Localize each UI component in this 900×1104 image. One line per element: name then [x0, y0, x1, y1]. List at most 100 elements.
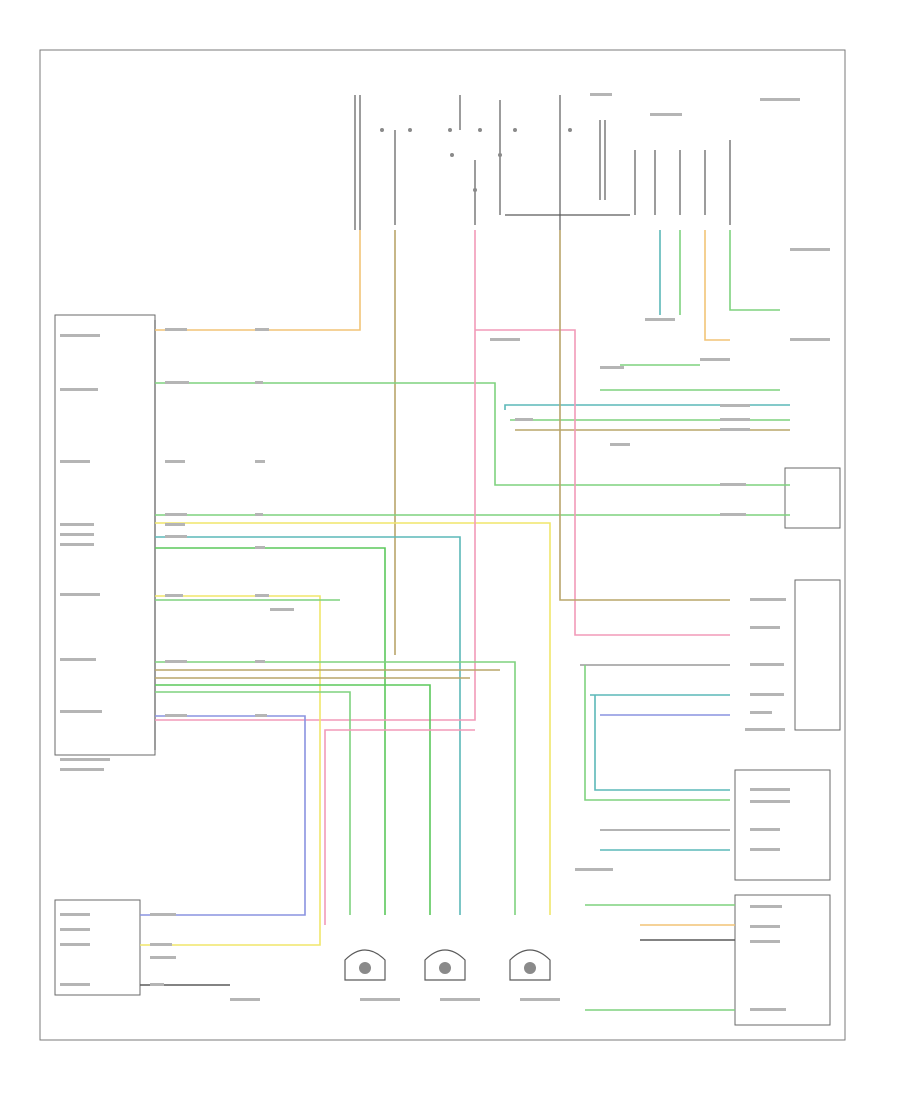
- label-mark-59: [60, 943, 90, 946]
- top-right-connector-stubs: [634, 140, 731, 225]
- wire-green-19: [155, 691, 351, 915]
- label-mark-15: [165, 714, 187, 717]
- label-marks: [60, 93, 830, 1011]
- label-mark-29: [720, 418, 750, 421]
- wire-dkgreen-9: [155, 547, 386, 915]
- right-modules-column: [734, 769, 831, 881]
- label-mark-46: [490, 338, 520, 341]
- label-mark-70: [270, 608, 294, 611]
- label-mark-30: [720, 428, 750, 431]
- label-mark-45: [750, 1008, 786, 1011]
- label-mark-50: [650, 113, 682, 116]
- label-mark-68: [520, 998, 560, 1001]
- label-mark-32: [720, 513, 746, 516]
- label-mark-11: [165, 594, 183, 597]
- wire-pink-21: [324, 729, 475, 925]
- wire-dkgreen-18: [155, 684, 431, 915]
- wire-yellow-13: [140, 595, 321, 946]
- label-mark-20: [60, 523, 94, 526]
- label-mark-28: [720, 404, 750, 407]
- trailer-module: [734, 894, 831, 1026]
- label-mark-1: [255, 328, 269, 331]
- label-mark-23: [60, 593, 100, 596]
- wire-group: [140, 230, 790, 1011]
- label-mark-65: [575, 868, 613, 871]
- label-mark-51: [590, 93, 612, 96]
- label-mark-71: [745, 728, 785, 731]
- label-mark-19: [60, 460, 90, 463]
- label-mark-64: [150, 983, 164, 986]
- label-mark-27: [60, 768, 104, 771]
- label-mark-43: [750, 925, 780, 928]
- wire-orange-24: [704, 230, 730, 341]
- label-mark-9: [165, 535, 187, 538]
- label-mark-12: [255, 594, 269, 597]
- label-mark-35: [750, 663, 784, 666]
- wheel-speed-sensors: [344, 949, 551, 981]
- label-mark-39: [750, 800, 790, 803]
- label-mark-34: [750, 626, 780, 629]
- label-mark-62: [150, 943, 172, 946]
- label-mark-16: [255, 714, 267, 717]
- wire-blue-20: [140, 715, 306, 916]
- label-mark-41: [750, 848, 780, 851]
- label-mark-69: [230, 998, 260, 1001]
- label-mark-26: [60, 758, 110, 761]
- label-mark-31: [720, 483, 746, 486]
- label-mark-63: [150, 956, 176, 959]
- label-mark-33: [750, 598, 786, 601]
- wire-green-2: [155, 382, 790, 486]
- label-mark-24: [60, 658, 96, 661]
- label-mark-7: [255, 513, 263, 516]
- wire-green-15: [155, 661, 516, 915]
- label-mark-6: [165, 513, 187, 516]
- label-mark-48: [600, 366, 624, 369]
- label-mark-37: [750, 711, 772, 714]
- label-mark-2: [165, 381, 189, 384]
- label-mark-55: [645, 318, 675, 321]
- label-mark-60: [60, 983, 90, 986]
- wire-orange-0: [155, 230, 361, 331]
- label-mark-52: [760, 98, 800, 101]
- wire-tan-12: [559, 230, 730, 601]
- label-mark-5: [255, 460, 265, 463]
- label-mark-38: [750, 788, 790, 791]
- label-mark-13: [165, 660, 187, 663]
- label-mark-42: [750, 905, 782, 908]
- label-mark-14: [255, 660, 265, 663]
- label-mark-44: [750, 940, 780, 943]
- label-mark-47: [515, 418, 533, 421]
- label-mark-18: [60, 388, 98, 391]
- sensor-left-rear: [424, 949, 466, 981]
- diagram-frame: [39, 49, 846, 1041]
- label-mark-0: [165, 328, 187, 331]
- wire-pink-11: [475, 329, 730, 636]
- wire-pink-10: [155, 230, 476, 721]
- wire-yellow-7: [155, 522, 551, 915]
- label-mark-61: [150, 913, 176, 916]
- stop-lamp-module: [794, 579, 841, 731]
- label-mark-17: [60, 334, 100, 337]
- label-mark-8: [165, 523, 185, 526]
- label-mark-40: [750, 828, 780, 831]
- label-mark-3: [255, 381, 263, 384]
- sensor-right-rear: [509, 949, 551, 981]
- label-mark-54: [790, 338, 830, 341]
- label-mark-25: [60, 710, 102, 713]
- label-mark-67: [440, 998, 480, 1001]
- label-mark-58: [60, 928, 90, 931]
- power-distribution-block: [354, 95, 630, 230]
- wire-green-30: [584, 665, 730, 801]
- label-mark-4: [165, 460, 185, 463]
- wire-green-25: [729, 230, 780, 311]
- label-mark-57: [60, 913, 90, 916]
- wire-teal-29: [594, 695, 730, 791]
- label-mark-56: [610, 443, 630, 446]
- label-mark-49: [700, 358, 730, 361]
- label-mark-10: [255, 546, 265, 549]
- wire-teal-3: [504, 404, 790, 410]
- label-mark-36: [750, 693, 784, 696]
- wire-teal-8: [155, 536, 461, 915]
- right-sensor-module: [784, 467, 841, 529]
